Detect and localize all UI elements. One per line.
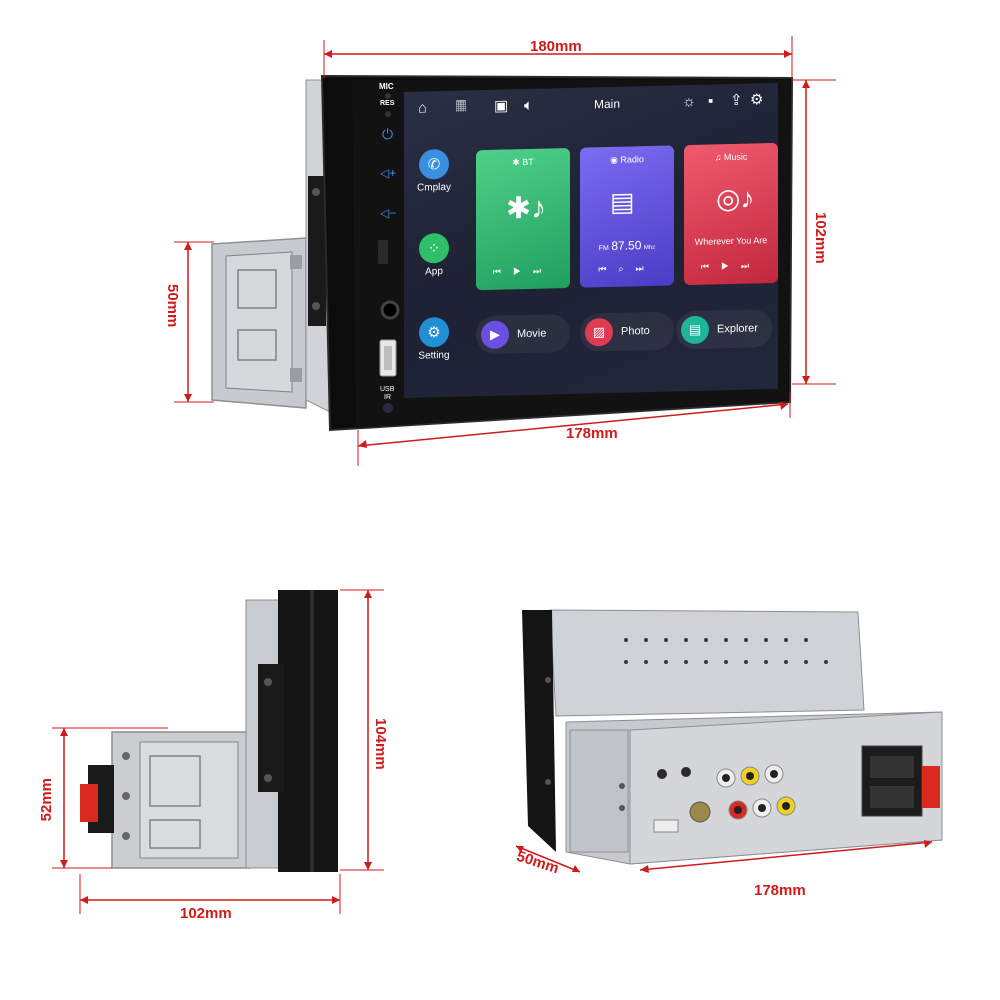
usb-icon: ⇪ [730, 91, 743, 110]
side-view: 104mm 52mm 102mm [0, 560, 440, 1000]
bt-media-controls[interactable]: ⏮▶⏭ [492, 265, 554, 277]
settings-gear-icon[interactable]: ⚙ [750, 91, 764, 109]
dim-rear-width: 178mm [754, 882, 806, 899]
usb-label: USB [380, 386, 395, 393]
sidebar-item-app[interactable]: ⁘ App [412, 232, 456, 278]
sidebar-label-setting: Setting [418, 349, 450, 362]
pill-movie[interactable]: ▶ Movie [476, 313, 570, 355]
screen-topbar: ⌂ 𝄜 ▣ 🔈︎ Main ☼ ▪ ⇪ ⚙ [404, 83, 778, 128]
sidebar-label-cmplay: Cmplay [417, 181, 451, 194]
folder-icon: ▤ [681, 315, 709, 345]
phone-wireless-icon: ✆ [419, 148, 449, 180]
dim-front-height: 102mm [812, 212, 829, 264]
rear-view-drawing [515, 609, 943, 873]
sidebar-item-setting[interactable]: ⚙ Setting [412, 316, 456, 362]
card-bt-header: ✱ BT [512, 156, 534, 168]
gear-icon: ⚙ [419, 316, 449, 348]
play-icon: ▶ [481, 320, 509, 350]
bluetooth-phone-icon[interactable]: ▣ [494, 97, 509, 115]
radio-frequency: FM 87.50 Mhz [598, 238, 656, 253]
brightness-icon[interactable]: ☼ [682, 92, 696, 111]
equalizer-icon[interactable]: 𝄜 [456, 98, 467, 116]
side-view-drawing [52, 589, 384, 914]
volume-up-icon[interactable]: ◁+ [380, 166, 397, 180]
home-icon[interactable]: ⌂ [418, 99, 428, 117]
card-music-header: ♫ Music [714, 151, 748, 163]
pill-photo-label: Photo [621, 324, 650, 338]
bluetooth-music-icon: ✱♪ [506, 191, 547, 226]
image-icon: ▨ [585, 317, 613, 347]
vent-holes [624, 638, 828, 664]
pill-photo[interactable]: ▨ Photo [580, 311, 674, 352]
music-disc-icon: ◎♪ [716, 182, 755, 215]
volume-icon[interactable]: 🔈︎ [524, 96, 534, 115]
pill-explorer[interactable]: ▤ Explorer [676, 309, 772, 350]
dim-side-height: 104mm [372, 718, 389, 770]
music-controls[interactable]: ⏮▶⏭ [700, 260, 762, 272]
head-unit-screen[interactable]: ⌂ 𝄜 ▣ 🔈︎ Main ☼ ▪ ⇪ ⚙ ✆ Cmplay ⁘ App ⚙ S… [404, 82, 778, 399]
radio-router-icon: ▤ [610, 186, 635, 217]
dim-front-bottom-width: 178mm [566, 425, 618, 442]
volume-down-icon[interactable]: ◁− [380, 206, 397, 220]
sd-card-icon: ▪ [708, 92, 714, 110]
app-grid-icon: ⁘ [419, 232, 449, 264]
mic-label: MIC [379, 82, 394, 91]
res-label: RES [380, 100, 395, 107]
radio-controls[interactable]: ⏮⌕⏭ [598, 262, 656, 275]
rear-view: 50mm 178mm [490, 590, 970, 920]
card-bt[interactable]: ✱ BT ✱♪ ⏮▶⏭ [476, 147, 570, 291]
rca-jacks [716, 764, 796, 820]
card-radio-header: ◉ Radio [610, 154, 644, 165]
card-radio[interactable]: ◉ Radio ▤ FM 87.50 Mhz ⏮⌕⏭ [580, 145, 674, 288]
dim-side-depth: 102mm [180, 905, 232, 922]
power-icon[interactable]: ⏻ [382, 126, 394, 142]
sidebar-item-cmplay[interactable]: ✆ Cmplay [412, 148, 456, 194]
ir-label: IR [384, 394, 391, 401]
screen-title: Main [594, 96, 621, 112]
dim-cage-height: 50mm [164, 284, 181, 328]
dim-front-width: 180mm [530, 38, 582, 55]
pill-explorer-label: Explorer [717, 322, 758, 336]
dim-side-cage-height: 52mm [38, 778, 55, 822]
front-view: MIC RES ⏻ ◁+ ◁− USB IR 180mm 102mm 178mm… [0, 0, 1000, 470]
music-track-title: Wherever You Are [694, 235, 768, 247]
card-music[interactable]: ♫ Music ◎♪ Wherever You Are ⏮▶⏭ [684, 142, 778, 286]
pill-movie-label: Movie [517, 327, 547, 341]
sidebar-label-app: App [425, 266, 443, 278]
